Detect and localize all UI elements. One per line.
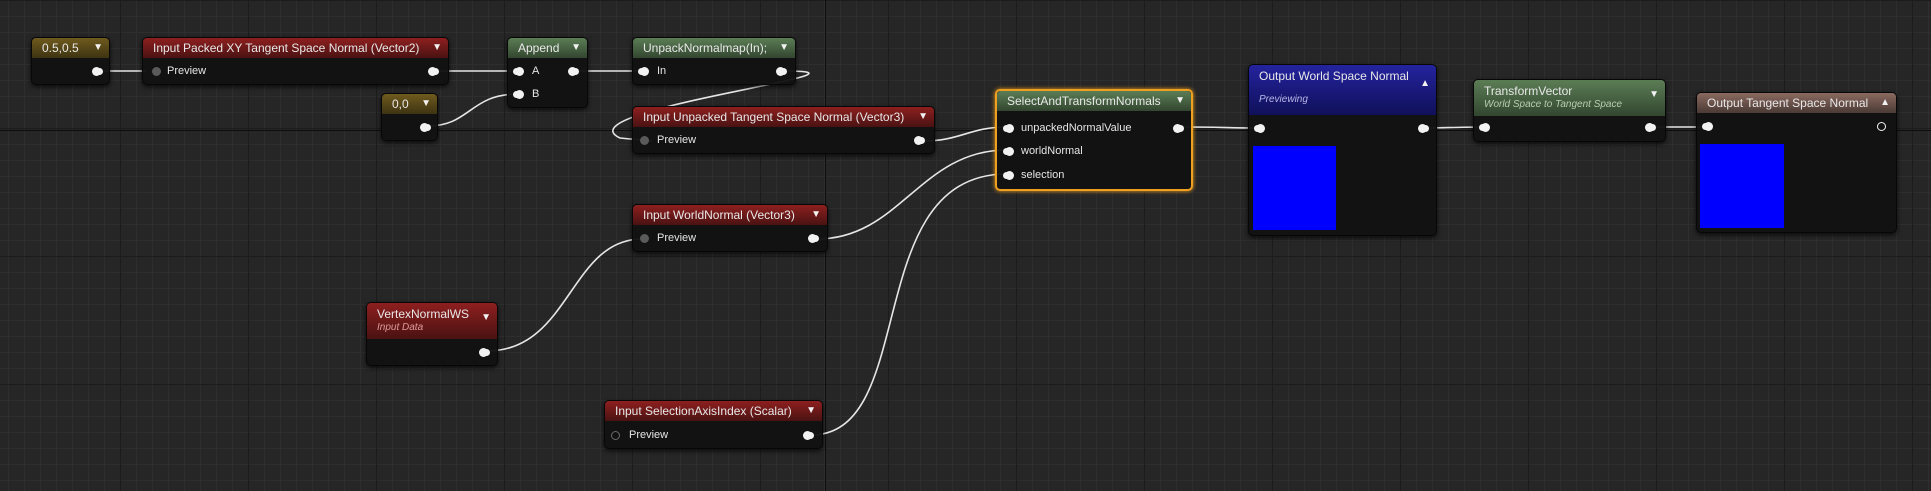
preview-toggle[interactable] <box>611 431 620 440</box>
chevron-down-icon[interactable]: ▼ <box>811 209 821 220</box>
node-header[interactable]: SelectAndTransformNormals ▼ <box>997 91 1191 111</box>
node-title: 0,0 <box>392 97 409 111</box>
node-title: Append <box>518 41 560 55</box>
input-pin-in[interactable] <box>640 67 649 76</box>
input-pin-world-normal[interactable] <box>1005 147 1014 156</box>
node-output-tangent-space-normal[interactable]: Output Tangent Space Normal ▲ <box>1696 92 1897 233</box>
node-title: TransformVector <box>1484 84 1573 98</box>
wire-selection-to-select <box>810 173 1008 436</box>
wire-worldnormal-to-select <box>816 149 1008 240</box>
node-title: Output World Space Normal <box>1259 69 1409 83</box>
node-vertex-normal-ws[interactable]: VertexNormalWS Input Data ▼ <box>366 302 498 366</box>
preview-label: Preview <box>657 134 697 146</box>
wire-vertexnormal-to-worldnormal <box>486 238 643 352</box>
node-header[interactable]: Input WorldNormal (Vector3) ▼ <box>633 205 827 225</box>
chevron-up-icon[interactable]: ▲ <box>1880 97 1890 108</box>
input-pin[interactable] <box>1256 124 1265 133</box>
chevron-down-icon[interactable]: ▼ <box>481 312 491 323</box>
input-pin[interactable] <box>1481 123 1490 132</box>
node-select-and-transform-normals[interactable]: SelectAndTransformNormals ▼ unpackedNorm… <box>995 89 1193 191</box>
pin-label-a: A <box>532 65 540 77</box>
preview-label: Preview <box>629 429 669 441</box>
node-header[interactable]: UnpackNormalmap(In); ▼ <box>633 38 795 58</box>
node-header[interactable]: TransformVector World Space to Tangent S… <box>1474 80 1665 116</box>
pin-label-b: B <box>532 88 540 100</box>
node-subtitle: Input Data <box>377 322 424 333</box>
node-input-unpacked-tangent[interactable]: Input Unpacked Tangent Space Normal (Vec… <box>632 106 935 154</box>
output-pin[interactable] <box>428 67 437 76</box>
chevron-up-icon[interactable]: ▲ <box>1420 78 1430 89</box>
chevron-down-icon[interactable]: ▼ <box>779 42 789 53</box>
pin-label-in: In <box>657 65 667 77</box>
node-header[interactable]: Input Unpacked Tangent Space Normal (Vec… <box>633 107 934 127</box>
input-pin[interactable] <box>1704 122 1713 131</box>
chevron-down-icon[interactable]: ▼ <box>93 42 103 53</box>
chevron-down-icon[interactable]: ▼ <box>421 98 431 109</box>
preview-toggle[interactable] <box>640 136 649 145</box>
output-pin[interactable] <box>568 67 577 76</box>
chevron-down-icon[interactable]: ▼ <box>918 111 928 122</box>
node-title: Input Packed XY Tangent Space Normal (Ve… <box>153 41 420 55</box>
node-title: 0.5,0.5 <box>42 41 79 55</box>
output-pin[interactable] <box>1173 124 1182 133</box>
preview-toggle[interactable] <box>640 234 649 243</box>
node-header[interactable]: Append ▼ <box>508 38 587 58</box>
node-title: SelectAndTransformNormals <box>1007 94 1161 108</box>
output-pin[interactable] <box>1645 123 1654 132</box>
output-pin[interactable] <box>776 67 785 76</box>
node-title: Input WorldNormal (Vector3) <box>643 208 795 222</box>
pin-label-unpacked-normal-value: unpackedNormalValue <box>1021 122 1132 134</box>
output-pin[interactable] <box>92 67 101 76</box>
node-title: VertexNormalWS <box>377 307 470 321</box>
output-pin[interactable] <box>1418 124 1427 133</box>
node-header[interactable]: 0,0 ▼ <box>382 94 437 114</box>
output-pin[interactable] <box>803 431 812 440</box>
output-pin[interactable] <box>479 348 488 357</box>
preview-label: Preview <box>657 232 697 244</box>
preview-swatch <box>1253 146 1336 230</box>
chevron-down-icon[interactable]: ▼ <box>1175 95 1185 106</box>
node-title: Output Tangent Space Normal <box>1707 96 1869 110</box>
wire-const-zero-to-append-b <box>427 93 519 127</box>
node-header[interactable]: 0.5,0.5 ▼ <box>32 38 109 58</box>
preview-swatch <box>1700 144 1784 228</box>
output-pin[interactable] <box>420 123 429 132</box>
output-pin[interactable] <box>1877 122 1886 131</box>
chevron-down-icon[interactable]: ▼ <box>432 42 442 53</box>
chevron-down-icon[interactable]: ▼ <box>1649 89 1659 100</box>
node-header[interactable]: Input SelectionAxisIndex (Scalar) ▼ <box>605 401 822 421</box>
preview-label: Preview <box>167 65 207 77</box>
node-header[interactable]: VertexNormalWS Input Data ▼ <box>367 303 497 339</box>
node-output-world-space-normal[interactable]: Output World Space Normal Previewing ▲ <box>1248 64 1437 236</box>
chevron-down-icon[interactable]: ▼ <box>571 42 581 53</box>
node-constant-half[interactable]: 0.5,0.5 ▼ <box>31 37 110 85</box>
node-subtitle: Previewing <box>1259 94 1308 105</box>
chevron-down-icon[interactable]: ▼ <box>806 405 816 416</box>
input-pin-a[interactable] <box>515 67 524 76</box>
node-append[interactable]: Append ▼ A B <box>507 37 588 108</box>
pin-label-world-normal: worldNormal <box>1021 145 1083 157</box>
node-transform-vector[interactable]: TransformVector World Space to Tangent S… <box>1473 79 1666 142</box>
input-pin-b[interactable] <box>515 90 524 99</box>
node-input-world-normal[interactable]: Input WorldNormal (Vector3) ▼ Preview <box>632 204 828 252</box>
input-pin-selection[interactable] <box>1005 171 1014 180</box>
input-pin-unpacked-normal-value[interactable] <box>1005 124 1014 133</box>
pin-label-selection: selection <box>1021 169 1065 181</box>
node-header[interactable]: Output Tangent Space Normal ▲ <box>1697 93 1896 113</box>
output-pin[interactable] <box>914 136 923 145</box>
node-unpack-normalmap[interactable]: UnpackNormalmap(In); ▼ In <box>632 37 796 85</box>
node-title: UnpackNormalmap(In); <box>643 41 768 55</box>
node-input-selection-axis-index[interactable]: Input SelectionAxisIndex (Scalar) ▼ Prev… <box>604 400 823 449</box>
node-constant-zero[interactable]: 0,0 ▼ <box>381 93 438 141</box>
output-pin[interactable] <box>808 234 817 243</box>
node-title: Input SelectionAxisIndex (Scalar) <box>615 404 792 418</box>
node-input-packed-xy[interactable]: Input Packed XY Tangent Space Normal (Ve… <box>142 37 449 85</box>
preview-toggle[interactable] <box>152 67 161 76</box>
node-subtitle: World Space to Tangent Space <box>1484 99 1623 110</box>
node-header[interactable]: Input Packed XY Tangent Space Normal (Ve… <box>143 38 448 58</box>
node-header[interactable]: Output World Space Normal Previewing ▲ <box>1249 65 1436 115</box>
node-title: Input Unpacked Tangent Space Normal (Vec… <box>643 110 905 124</box>
